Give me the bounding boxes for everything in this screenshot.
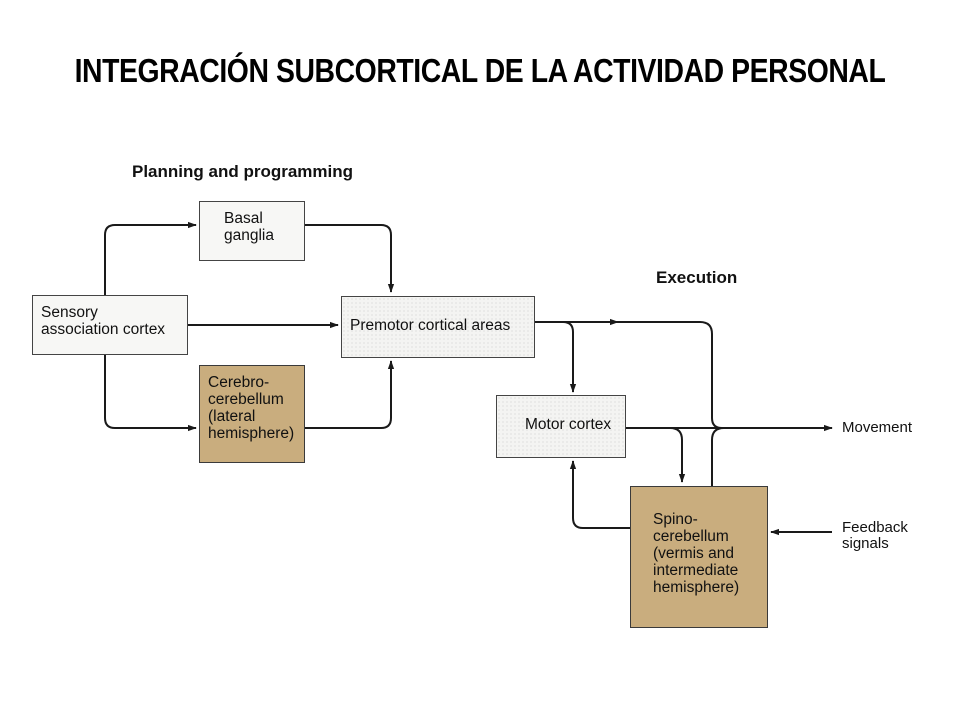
- basal-ganglia-node: Basal ganglia: [199, 201, 305, 261]
- page-title: INTEGRACIÓN SUBCORTICAL DE LA ACTIVIDAD …: [74, 52, 886, 89]
- arrow-spino-to-motor: [569, 460, 630, 529]
- movement-output-label: Movement: [842, 419, 913, 436]
- planning-section-label: Planning and programming: [132, 162, 354, 181]
- sensory-association-cortex-node: Sensory association cortex: [32, 295, 188, 355]
- feedback-signals-label: Feedback signals: [842, 519, 908, 552]
- spinocerebellum-node: Spino- cerebellum (vermis and intermedia…: [630, 486, 768, 628]
- arrow-premotor-to-motor: [532, 321, 577, 393]
- motor-cortex-node: Motor cortex: [496, 395, 626, 458]
- arrow-cerebro-to-premotor: [305, 360, 395, 429]
- arrow-motor-to-spino: [669, 427, 686, 483]
- arrow-basal-to-premotor: [305, 224, 395, 293]
- line-premotor-to-movement: [532, 321, 723, 429]
- execution-section-label: Execution: [656, 268, 738, 287]
- cerebrocerebellum-node: Cerebro- cerebellum (lateral hemisphere): [199, 365, 305, 463]
- arrow-sensory-to-cerebro: [104, 355, 197, 432]
- line-spino-to-movement: [711, 427, 725, 486]
- arrow-sensory-to-basal: [104, 221, 197, 295]
- premotor-cortical-areas-node: Premotor cortical areas: [341, 296, 535, 358]
